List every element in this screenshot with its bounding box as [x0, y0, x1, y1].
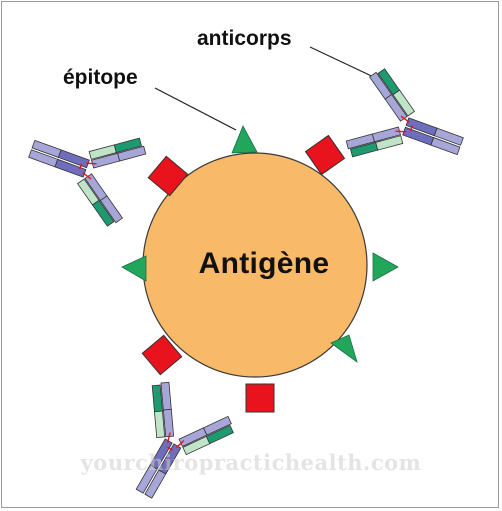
epitope-label: épitope: [63, 66, 138, 89]
triangle-epitope-icon: [121, 255, 147, 282]
triangle-epitope-icon: [372, 252, 399, 282]
antibody-leader-line: [309, 46, 381, 81]
epitope-leader-line: [154, 87, 237, 131]
antigen-label: Antigène: [198, 247, 330, 280]
watermark-text: yourchiropractichealth.com: [80, 450, 422, 475]
square-epitope-icon: [141, 334, 183, 376]
square-epitope-icon: [147, 155, 189, 197]
square-epitope-icon: [245, 383, 275, 413]
triangle-epitope-icon: [330, 334, 358, 364]
antibody-label: anticorps: [197, 27, 292, 50]
triangle-epitope-icon: [231, 125, 258, 154]
square-epitope-icon: [304, 134, 346, 176]
